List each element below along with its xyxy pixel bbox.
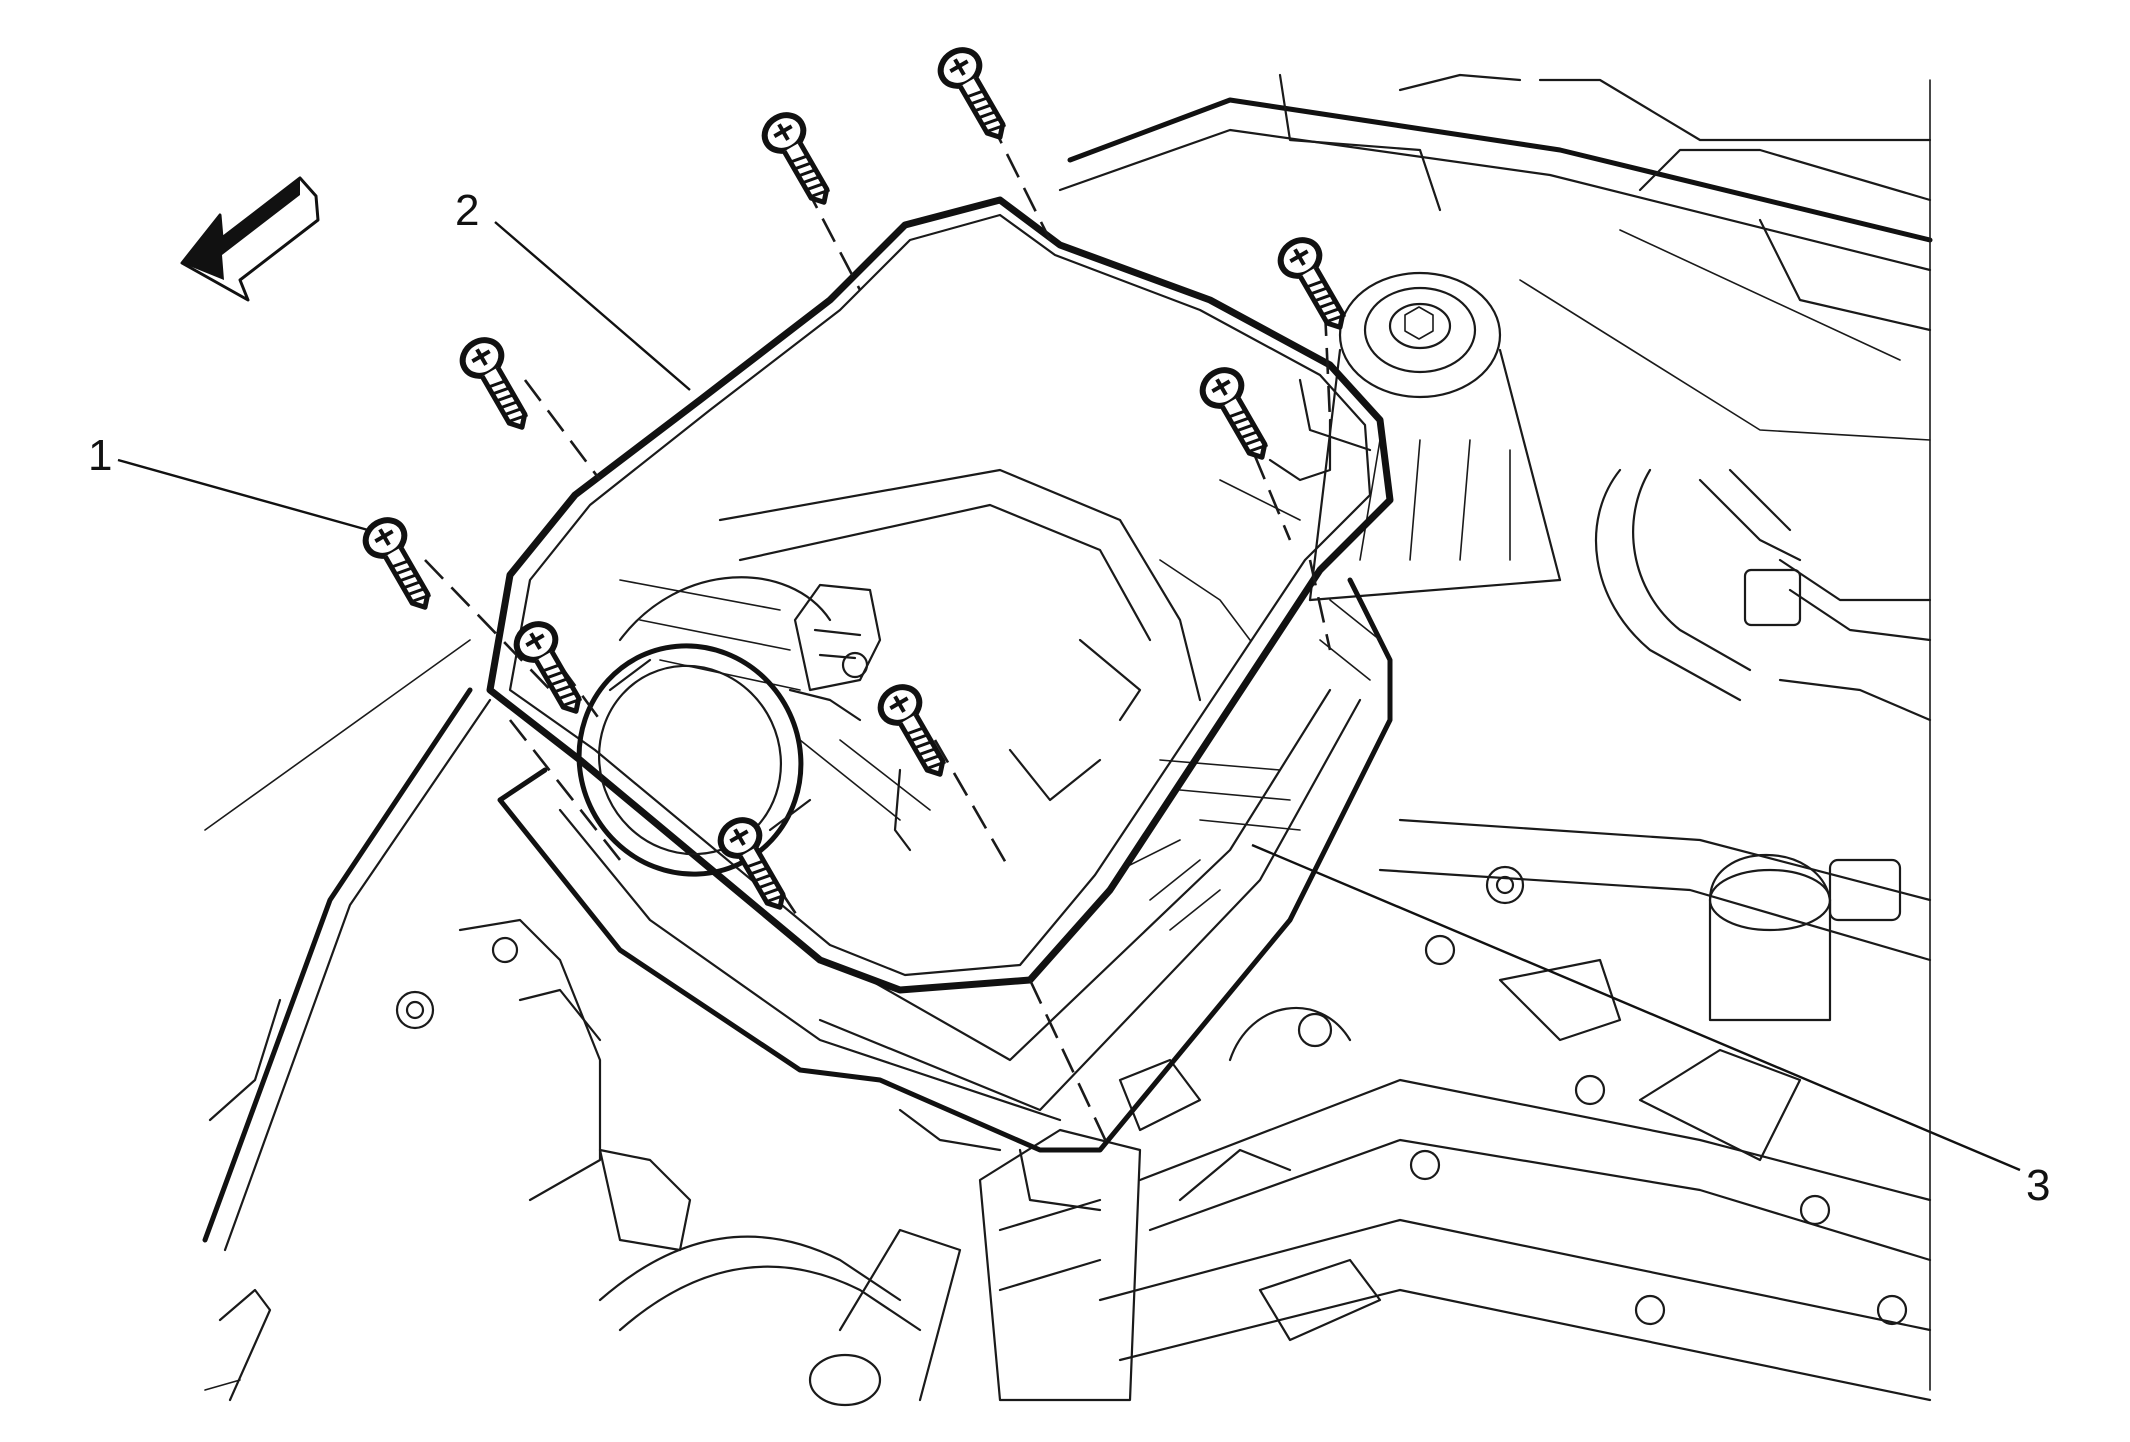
connector — [1743, 568, 1802, 627]
bolt-icon — [717, 817, 787, 910]
bolt-icon — [1277, 237, 1347, 330]
cowl-panel — [1067, 97, 1933, 243]
engine-top — [1098, 818, 1932, 1402]
bolt-install-paths — [424, 119, 1332, 1151]
callout-2: 2 — [455, 186, 691, 391]
bolt-icon — [1199, 367, 1269, 460]
bolt-icon — [937, 47, 1007, 140]
install-path — [424, 559, 561, 701]
bolt-icon — [513, 621, 583, 714]
bolt-icon — [877, 684, 947, 777]
mass-airflow-sensor — [788, 583, 882, 722]
callout-label-3: 3 — [2026, 1161, 2050, 1210]
hose — [1594, 468, 1742, 702]
air-cleaner-lower-housing — [497, 577, 1393, 1212]
air-cleaner-assembly — [486, 196, 1394, 1212]
callout-3: 3 — [1251, 843, 2050, 1210]
callout-label-2: 2 — [455, 186, 479, 235]
bolt-icon — [761, 112, 831, 205]
bolt-icon — [362, 517, 432, 610]
bolts — [362, 47, 1347, 910]
strut-tower — [1308, 271, 1562, 602]
front-of-vehicle-arrow-icon — [180, 176, 320, 302]
bolt-icon — [459, 337, 529, 430]
callout-label-1: 1 — [88, 431, 112, 480]
fender-edge — [202, 687, 473, 1243]
callout-1: 1 — [88, 431, 369, 532]
air-cleaner-cover — [486, 196, 1394, 994]
